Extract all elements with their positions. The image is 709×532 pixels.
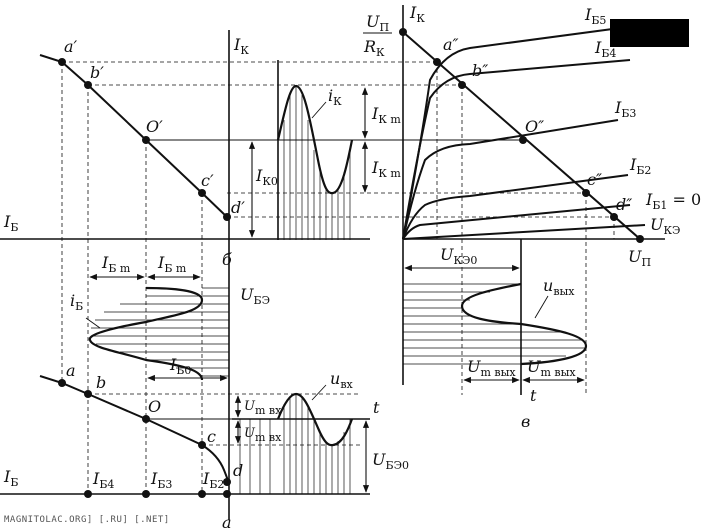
uvyh-hatching — [403, 283, 586, 365]
label-uvx: uвх — [330, 369, 354, 391]
label-up-axis: UП — [628, 247, 651, 269]
uvx-waveform — [276, 392, 354, 447]
label-point-o2: O″ — [525, 117, 544, 136]
label-point-c: c — [207, 427, 216, 446]
label-ib0: IБ0 — [169, 355, 191, 377]
leader-ib — [85, 317, 101, 329]
label-ik0: IК0 — [255, 166, 278, 188]
label-up-num: UП — [366, 12, 389, 34]
label-ik-mid: IК — [233, 35, 249, 57]
redaction-box — [610, 19, 689, 47]
leader-uvx — [311, 384, 327, 401]
label-ib3: IБ3 — [614, 98, 636, 120]
label-ibm-1: IБ m — [101, 253, 131, 275]
label-ib4: IБ4 — [594, 38, 616, 60]
label-point-c2: c″ — [587, 170, 602, 189]
label-ibm-2: IБ m — [157, 253, 187, 275]
label-ib-wave: iБ — [70, 291, 83, 313]
label-ib3-lower: IБ3 — [150, 469, 172, 491]
label-point-o: O — [148, 397, 161, 416]
label-ib1: IБ1 = 0 — [645, 190, 701, 212]
leader-uvyh — [534, 295, 549, 319]
label-point-c1: c′ — [201, 171, 214, 190]
label-ib-upper: IБ — [3, 212, 18, 234]
label-ib5: IБ5 — [584, 5, 606, 27]
label-umvyh-1: Um вых — [467, 357, 516, 379]
leader-ik — [311, 101, 327, 119]
label-uvyh: uвых — [543, 276, 575, 298]
label-point-d: d — [233, 461, 243, 480]
ib-waveform — [88, 286, 204, 381]
label-point-b2: b″ — [472, 61, 488, 80]
label-point-o1: O′ — [146, 117, 163, 136]
label-point-b1: b′ — [90, 63, 104, 82]
label-umvx-1: Um вх — [244, 399, 282, 417]
watermark: MAGNITOLAC.ORG] [.RU] [.NET] — [4, 515, 170, 525]
label-point-a2: a″ — [443, 35, 459, 54]
label-ib2-lower: IБ2 — [202, 469, 224, 491]
label-point-d1: d′ — [231, 198, 245, 217]
label-ik-right: IК — [409, 3, 425, 25]
input-characteristic — [39, 375, 230, 485]
label-point-a: a — [66, 361, 76, 380]
label-uke0: UКЭ0 — [440, 245, 477, 267]
uvyh-waveform — [460, 282, 588, 366]
label-point-b: b — [96, 373, 106, 392]
label-ikm-2: IК m — [371, 158, 401, 180]
label-umvyh-2: Um вых — [527, 357, 576, 379]
label-panel-a: а — [222, 513, 232, 532]
label-point-a1: a′ — [64, 37, 78, 56]
label-ib2: IБ2 — [629, 155, 651, 177]
label-rk-den: RК — [363, 37, 385, 59]
label-ib-lower: IБ — [3, 467, 18, 489]
label-uke-axis: UКЭ — [650, 215, 680, 237]
label-umvx-2: Um вх — [244, 426, 282, 444]
label-ikm-1: IК m — [371, 104, 401, 126]
label-point-d2: d″ — [616, 195, 632, 214]
label-t-output: t — [530, 386, 537, 405]
label-t-input: t — [373, 398, 380, 417]
label-ib4-lower: IБ4 — [92, 469, 114, 491]
dashed-guides — [61, 61, 615, 494]
uvx-hatching — [239, 394, 351, 494]
ik-hatching — [283, 86, 351, 240]
label-ik-wave: iК — [328, 86, 342, 108]
label-panel-b: б — [222, 250, 232, 269]
operating-points — [58, 28, 644, 498]
output-characteristics — [402, 27, 646, 240]
label-ube: UБЭ — [240, 285, 270, 307]
ik-waveform — [276, 84, 354, 195]
label-panel-v: в — [521, 412, 530, 431]
label-ube0: UБЭ0 — [372, 450, 409, 472]
